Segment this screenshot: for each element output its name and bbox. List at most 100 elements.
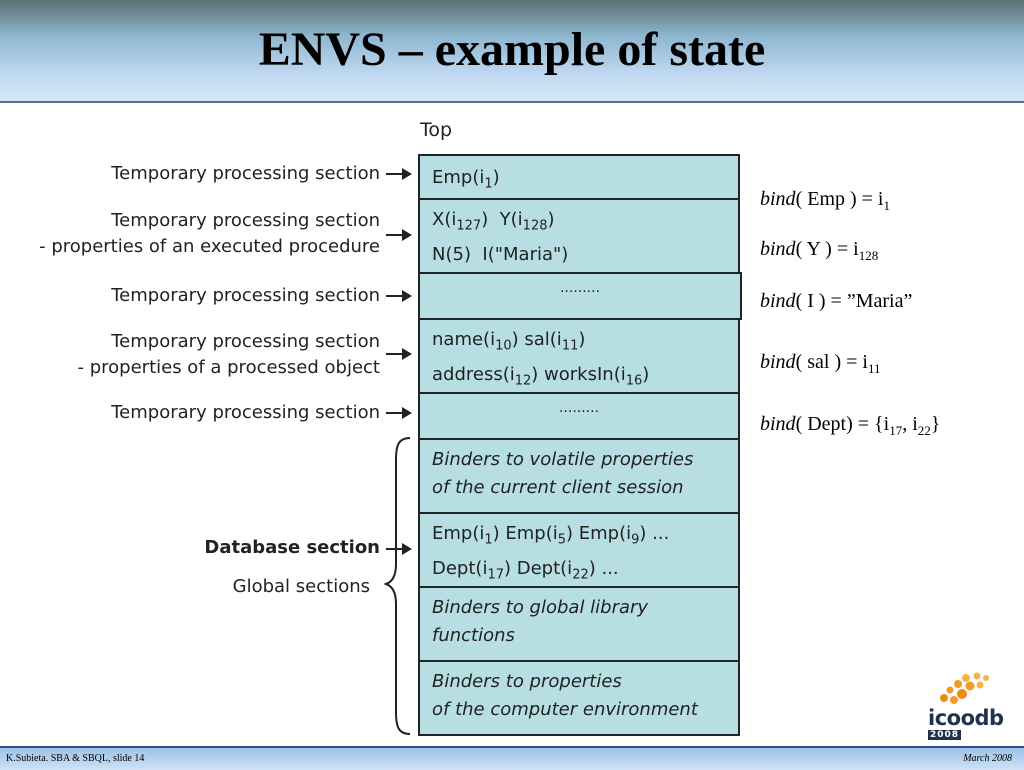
slide-title: ENVS – example of state [258,23,766,76]
bind-arg: ( Emp ) = i [795,188,884,210]
label-line: Temporary processing section [111,331,380,352]
arrow-icon [386,229,412,241]
label-tps-4: Temporary processing section - propertie… [78,329,380,381]
label-text: Temporary processing section [111,163,380,184]
frame-sub: 17 [487,567,504,583]
bind-fn: bind [760,238,796,260]
frame-sub: 128 [522,218,548,234]
label-global-sections: Global sections [233,574,370,600]
label-tps-2: Temporary processing section - propertie… [39,208,380,260]
stack-frame-5: ......... [418,392,740,440]
bind-arg: ( I ) = ”Maria” [795,290,913,312]
logo-year: 2008 [928,730,962,740]
frame-line: Dept(i17) Dept(i22) ... [432,555,726,590]
frame-text: Emp(i [432,523,485,544]
footer-credit: K.Subieta. SBA & SBQL, slide 14 [6,753,145,764]
stack-frame-7: Emp(i1) Emp(i5) Emp(i9) ... Dept(i17) De… [418,512,740,588]
binding-dept: bind( Dept) = {i17, i22} [760,413,940,439]
stack-frame-8: Binders to global library functions [418,586,740,662]
stack-frame-1: Emp(i1) [418,154,740,200]
frame-text: ) sal(i [511,329,562,350]
frame-text: ) [642,363,650,385]
bind-sub: 1 [883,198,891,213]
label-text: Global sections [232,576,370,597]
arrow-icon [386,168,412,180]
frame-text: name(i [432,329,496,350]
label-line: - properties of a processed object [77,357,380,378]
frame-line: Binders to properties [432,671,622,692]
label-tps-3: Temporary processing section [111,283,380,309]
curly-brace-icon [384,437,411,735]
header-divider [0,101,1024,103]
frame-text: Emp(i [432,167,485,188]
bind-arg: ( Y ) = i [795,238,859,260]
bind-fn: bind [760,351,796,373]
frame-text: ) ... [639,523,670,544]
frame-text: ) worksIn(i [531,363,626,385]
frame-sub: 10 [495,338,512,354]
frame-line: Binders to volatile properties [432,449,694,470]
bind-arg: } [930,413,941,435]
frame-line: of the current client session [432,477,684,498]
frame-line: X(i127) Y(i128) [432,206,726,241]
binding-sal: bind( sal ) = i11 [760,351,880,377]
bind-arg: ( Dept) = {i [795,413,890,435]
bind-sub: 17 [889,423,903,438]
stack-frame-6: Binders to volatile properties of the cu… [418,438,740,514]
frame-text: ) Emp(i [566,523,632,544]
frame-text: ) [578,329,586,350]
label-text: Database section [204,537,380,558]
label-line: - properties of an executed procedure [39,236,380,257]
label-tps-1: Temporary processing section [111,161,380,187]
frame-line: name(i10) sal(i11) [432,326,726,361]
arrow-icon [386,348,412,360]
stack-frame-4: name(i10) sal(i11) address(i12) worksIn(… [418,318,740,394]
bind-sub: 11 [867,361,881,376]
frame-text: ) [492,167,500,188]
stack-frame-9: Binders to properties of the computer en… [418,660,740,736]
frame-sub: 22 [572,567,589,583]
label-text: Temporary processing section [111,402,380,423]
bind-sub: 22 [917,423,931,438]
slide-header [0,0,1024,102]
frame-text: X(i [432,209,457,230]
bind-arg: ( sal ) = i [795,351,868,373]
frame-line: address(i12) worksIn(i16) [432,361,726,396]
frame-line: Binders to global library [432,597,649,618]
frame-sub: 12 [514,373,532,389]
slide-footer: K.Subieta. SBA & SBQL, slide 14 March 20… [0,746,1024,770]
frame-text: ) Emp(i [492,523,558,544]
label-tps-5: Temporary processing section [111,400,380,426]
frame-text: ) [547,209,555,230]
icoodb-logo-icon [940,672,989,704]
frame-text: Dept(i [432,557,488,579]
frame-text: ) Y(i [481,209,523,230]
bind-fn: bind [760,413,796,435]
binding-emp: bind( Emp ) = i1 [760,188,890,214]
frame-text: ) ... [588,557,619,579]
label-database-section: Database section [204,535,380,561]
bind-fn: bind [760,290,796,312]
arrow-icon [386,290,412,302]
logo-text: icoodb [928,706,1004,730]
frame-sub: 11 [561,338,579,354]
footer-date: March 2008 [963,753,1012,764]
label-text: Temporary processing section [111,285,380,306]
frame-line: N(5) I("Maria") [432,243,569,265]
frame-sub: 5 [557,532,567,548]
stack-frame-3: ......... [418,272,742,320]
stack-frame-2: X(i127) Y(i128) N(5) I("Maria") [418,198,740,274]
bind-arg: , i [902,413,918,435]
bind-fn: bind [760,188,796,210]
bind-sub: 128 [858,248,879,263]
frame-text: address(i [432,363,515,385]
frame-sub: 1 [484,176,493,192]
label-line: Temporary processing section [111,210,380,231]
stack-top-label: Top [420,119,453,141]
frame-sub: 16 [625,373,643,389]
frame-sub: 1 [484,532,493,548]
binding-y: bind( Y ) = i128 [760,238,878,264]
arrow-icon [386,407,412,419]
frame-sub: 9 [631,532,640,548]
frame-line: of the computer environment [432,699,698,720]
